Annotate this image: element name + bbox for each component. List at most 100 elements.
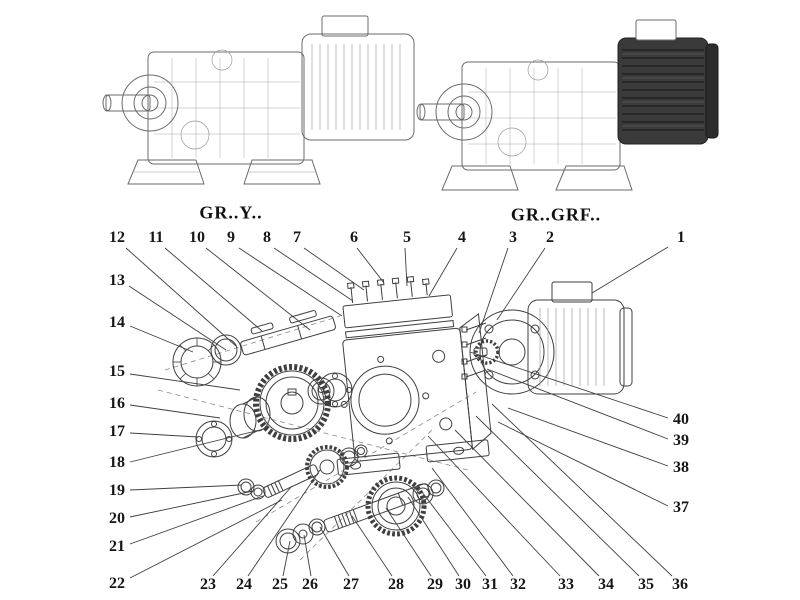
callout-25: 25 <box>272 576 288 593</box>
model-label-left: GR..Y.. <box>199 202 263 223</box>
leader-line-18 <box>129 427 269 463</box>
callout-1: 1 <box>677 229 685 246</box>
bushing <box>229 396 271 439</box>
leader-line-33 <box>427 435 561 577</box>
callout-23: 23 <box>200 576 216 593</box>
leader-line-29 <box>385 507 432 577</box>
callout-34: 34 <box>598 576 614 593</box>
leader-line-3 <box>478 247 509 334</box>
housing <box>336 275 492 476</box>
callout-35: 35 <box>638 576 654 593</box>
leader-line-14 <box>129 325 194 353</box>
leader-line-7 <box>303 247 365 291</box>
callout-26: 26 <box>302 576 318 593</box>
input-bearing <box>317 372 353 408</box>
leader-line-13 <box>128 285 227 351</box>
leader-line-20 <box>129 490 254 518</box>
callout-2: 2 <box>546 229 554 246</box>
gearmotor-illustration-left <box>102 15 415 185</box>
intermediate-rings <box>339 444 368 467</box>
gear-spacer-ring <box>307 377 335 405</box>
leader-line-39 <box>486 368 669 440</box>
input-shaft <box>240 310 336 356</box>
leader-line-17 <box>129 432 199 438</box>
leader-line-38 <box>507 407 669 467</box>
leader-line-5 <box>404 247 408 287</box>
callout-6: 6 <box>350 229 358 246</box>
callout-27: 27 <box>343 576 359 593</box>
leader-line-15 <box>129 373 241 391</box>
output-washer <box>292 523 314 545</box>
retaining-ring <box>210 334 242 366</box>
leader-line-9 <box>238 247 343 317</box>
leader-line-1 <box>591 246 669 294</box>
exploded-view-illustration <box>157 275 633 561</box>
assembly-axis-lines <box>157 315 477 561</box>
callout-14: 14 <box>109 314 125 331</box>
leader-line-23 <box>212 485 293 577</box>
callout-11: 11 <box>148 229 164 246</box>
leader-line-4 <box>428 247 458 297</box>
leader-line-11 <box>164 247 263 332</box>
lower-bearing <box>195 420 233 458</box>
callout-30: 30 <box>455 576 471 593</box>
leader-line-24 <box>247 469 321 577</box>
leader-line-6 <box>356 247 385 284</box>
leader-line-36 <box>491 403 673 577</box>
callout-29: 29 <box>427 576 443 593</box>
callout-19: 19 <box>109 482 125 499</box>
callout-32: 32 <box>510 576 526 593</box>
output-side-rings <box>412 479 445 505</box>
leader-line-21 <box>129 495 264 545</box>
callout-20: 20 <box>109 510 125 527</box>
leader-line-16 <box>129 404 221 419</box>
callout-5: 5 <box>403 229 411 246</box>
callout-9: 9 <box>227 229 235 246</box>
gearmotor-illustration-right <box>416 19 719 191</box>
small-washers <box>237 478 266 500</box>
leader-line-12 <box>125 247 237 347</box>
motor <box>469 281 633 395</box>
callout-24: 24 <box>236 576 252 593</box>
callout-13: 13 <box>109 272 125 289</box>
callout-10: 10 <box>189 229 205 246</box>
callout-18: 18 <box>109 454 125 471</box>
callout-12: 12 <box>109 229 125 246</box>
callout-28: 28 <box>388 576 404 593</box>
callout-7: 7 <box>293 229 301 246</box>
callout-37: 37 <box>673 499 689 516</box>
callout-39: 39 <box>673 432 689 449</box>
callout-8: 8 <box>263 229 271 246</box>
leader-line-26 <box>303 534 312 577</box>
callout-36: 36 <box>672 576 688 593</box>
leader-line-32 <box>431 467 514 577</box>
leader-line-31 <box>421 491 487 577</box>
intermediate-pinion-shaft <box>262 464 319 498</box>
cover-bolts <box>346 275 430 304</box>
leader-line-30 <box>407 496 460 577</box>
callout-31: 31 <box>482 576 498 593</box>
callout-15: 15 <box>109 363 125 380</box>
callout-3: 3 <box>509 229 517 246</box>
model-label-right: GR..GRF.. <box>510 204 602 225</box>
leader-line-27 <box>319 526 350 577</box>
leader-line-22 <box>129 499 283 579</box>
large-gear <box>253 364 331 442</box>
leader-line-28 <box>351 515 393 577</box>
leader-line-10 <box>205 247 311 331</box>
callout-38: 38 <box>673 459 689 476</box>
callout-33: 33 <box>558 576 574 593</box>
leader-line-2 <box>496 247 546 321</box>
callout-16: 16 <box>109 395 125 412</box>
intermediate-gear <box>305 445 349 489</box>
leader-line-19 <box>129 484 243 491</box>
callout-21: 21 <box>109 538 125 555</box>
leader-lines <box>125 246 673 579</box>
leader-line-35 <box>475 415 640 577</box>
leader-line-37 <box>497 421 669 507</box>
callout-40: 40 <box>673 411 689 428</box>
callout-4: 4 <box>458 229 466 246</box>
leader-line-8 <box>273 247 354 302</box>
